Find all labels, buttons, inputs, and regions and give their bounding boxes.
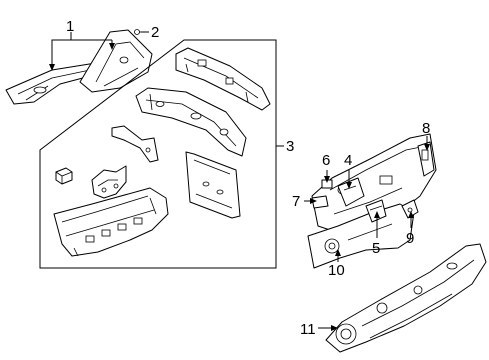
reinforcement-part-9 <box>401 199 419 219</box>
cowl-panel-part-1 <box>5 29 153 105</box>
callout-4: 4 <box>344 152 352 169</box>
dash-panel-lower <box>307 203 415 269</box>
callout-8: 8 <box>422 120 430 137</box>
bracket-part-7 <box>311 195 329 209</box>
callout-7: 7 <box>292 193 300 210</box>
callout-1: 1 <box>66 18 74 35</box>
leader-lines-1-2 <box>49 31 149 71</box>
callout-9: 9 <box>406 230 414 247</box>
callout-2: 2 <box>151 24 159 41</box>
wheelhouse-panel <box>135 87 247 157</box>
callout-10: 10 <box>328 262 345 279</box>
leader-lines-4-10 <box>304 136 430 262</box>
callout-3: 3 <box>286 138 294 155</box>
lower-rail-assembly <box>53 187 169 257</box>
apron-upper-panel <box>175 47 271 111</box>
bracket-part-8 <box>417 141 435 177</box>
mount-bracket <box>91 165 127 199</box>
cube-bracket <box>55 167 73 185</box>
leader-line-11 <box>318 325 338 331</box>
callout-11: 11 <box>300 321 316 338</box>
reinforcement-part-4 <box>337 177 365 207</box>
assembly-box-part-3 <box>39 39 277 269</box>
small-bracket <box>111 125 159 163</box>
bracket-part-5 <box>365 199 387 223</box>
callout-5: 5 <box>372 240 380 257</box>
callout-6: 6 <box>322 152 330 169</box>
dash-side-panel <box>185 151 241 219</box>
insulator-part-11 <box>325 243 487 353</box>
